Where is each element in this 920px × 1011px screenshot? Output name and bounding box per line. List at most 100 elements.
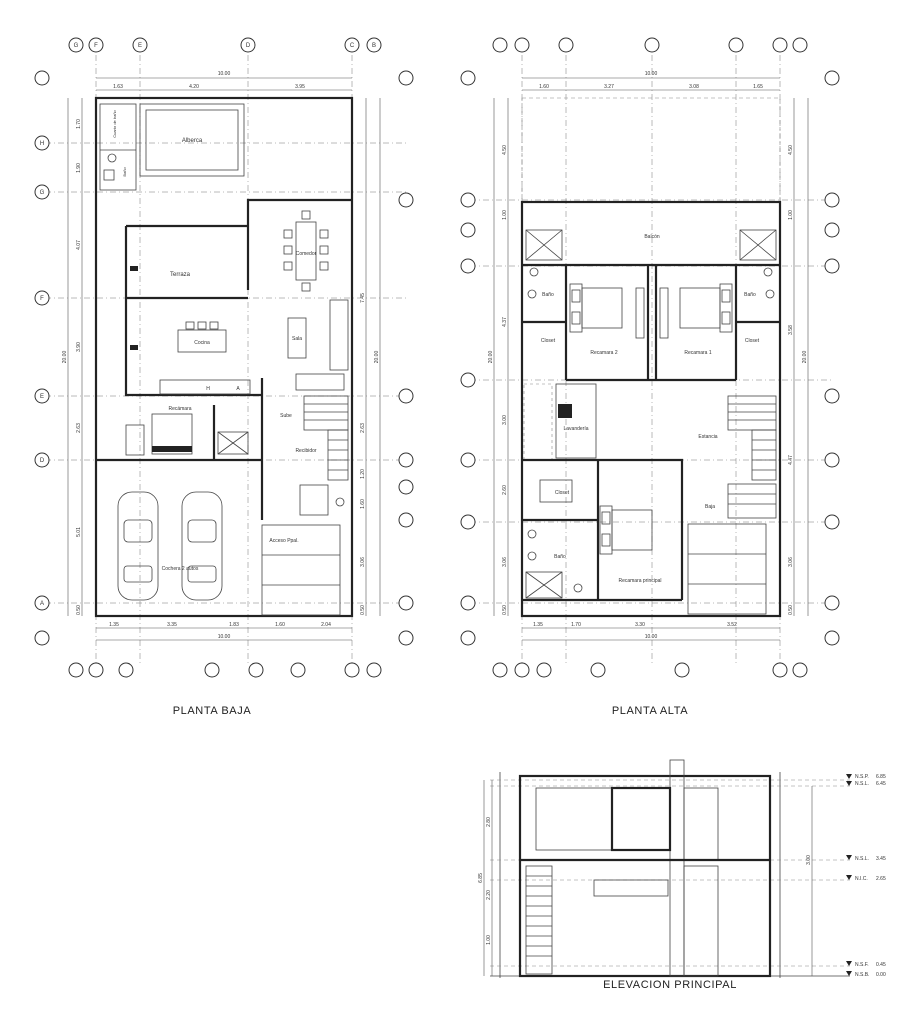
dim-right: 3.06 — [788, 557, 794, 567]
kitchen-mark-h: H — [206, 386, 210, 392]
room-label-balcony: Balcón — [644, 234, 660, 240]
front-elevation: N.S.P. 6.85 N.S.L. 6.45 N.S.L. 3.45 N.I.… — [478, 759, 886, 978]
dim-left: 4.37 — [502, 317, 508, 327]
room-label-living: Sala — [292, 336, 302, 342]
room-label-laundry: Lavandería — [563, 426, 588, 432]
dim-bottom: 3.30 — [635, 622, 645, 628]
stairs-upper-icon — [727, 395, 777, 519]
elevation-stair-icon — [525, 865, 553, 975]
dim-right: 1.60 — [360, 499, 366, 509]
room-label-bedroom-gf: Recámara — [168, 406, 191, 412]
dim-bottom: 1.35 — [533, 622, 543, 628]
room-label-pool: Alberca — [182, 138, 203, 144]
room-label-closet-master: Closet — [555, 490, 570, 496]
dim-right: 3.06 — [360, 557, 366, 567]
room-label-dining: Comedor — [296, 251, 317, 257]
dim-top: 3.08 — [689, 84, 699, 90]
level-value: 3.45 — [876, 856, 886, 862]
stairs-ground-icon — [299, 395, 349, 516]
axis-bubbles-upper — [460, 37, 840, 678]
axis-label: E — [138, 43, 142, 49]
dim-left-total: 20.00 — [488, 351, 494, 364]
dim-right-total: 20.00 — [374, 351, 380, 364]
axis-label: A — [40, 601, 44, 607]
level-code: N.S.B. — [855, 972, 869, 978]
title-ground-floor: PLANTA BAJA — [172, 705, 252, 717]
room-label-closet-left: Closet — [541, 338, 556, 344]
dim-top-total: 10.00 — [218, 71, 231, 77]
upper-floor-plan: Balcón Baño Closet Baño Closet Rec — [460, 37, 840, 678]
dim-left: 3.90 — [76, 342, 82, 352]
level-code: N.S.P. — [855, 774, 869, 780]
ground-floor-plan: Alberca Cuarto de baño Baño Terraza — [34, 37, 414, 678]
room-label-kitchen: Cocina — [194, 340, 210, 346]
dim-top: 1.63 — [113, 84, 123, 90]
dim-elev: 2.80 — [486, 817, 492, 827]
dim-left: 3.06 — [502, 557, 508, 567]
title-elevation: ELEVACION PRINCIPAL — [603, 979, 737, 991]
dim-left: 2.60 — [502, 485, 508, 495]
car-icon — [117, 491, 159, 601]
dim-top: 3.95 — [295, 84, 305, 90]
room-label-garage: Cochera 2 autos — [162, 566, 199, 572]
dining-table-icon — [283, 210, 329, 292]
dim-right: 1.00 — [788, 210, 794, 220]
room-label-bath-gf: Baño — [122, 167, 127, 177]
dim-top: 4.20 — [189, 84, 199, 90]
dim-top-total: 10.00 — [645, 71, 658, 77]
dim-left: 4.07 — [76, 240, 82, 250]
dim-left: 0.50 — [76, 605, 82, 615]
dim-bottom-total: 10.00 — [218, 634, 231, 640]
level-code: N.I.C. — [855, 876, 868, 882]
dim-right: 7.45 — [360, 293, 366, 303]
axis-label: D — [246, 43, 251, 49]
room-label-hall: Estancia — [698, 434, 717, 440]
axis-bubbles-top: G F E D C B — [68, 37, 382, 53]
dim-bottom: 1.70 — [571, 622, 581, 628]
axis-label: G — [40, 190, 45, 196]
dim-right: 1.20 — [360, 469, 366, 479]
dim-right: 0.50 — [360, 605, 366, 615]
dim-left: 0.50 — [502, 605, 508, 615]
dim-left: 1.90 — [76, 163, 82, 173]
room-label-lobby: Recibidor — [295, 448, 316, 454]
level-value: 6.45 — [876, 781, 886, 787]
dim-left: 5.01 — [76, 527, 82, 537]
room-label-master: Recamara principal — [618, 578, 661, 584]
axis-label: E — [40, 394, 44, 400]
axis-label: D — [40, 458, 45, 464]
level-value: 2.65 — [876, 876, 886, 882]
label-stairs-up: Sube — [280, 413, 292, 419]
dim-bottom: 1.60 — [275, 622, 285, 628]
bed-icon — [569, 283, 623, 333]
dim-top: 1.60 — [539, 84, 549, 90]
dim-right: 3.58 — [788, 325, 794, 335]
dim-right: 4.47 — [788, 455, 794, 465]
dim-left-total: 20.00 — [62, 351, 68, 364]
level-value: 0.45 — [876, 962, 886, 968]
level-value: 0.00 — [876, 972, 886, 978]
dim-left: 1.70 — [76, 119, 82, 129]
axis-label: B — [372, 43, 376, 49]
room-label-access: Acceso Ppal. — [269, 538, 298, 544]
dim-right-total: 20.00 — [802, 351, 808, 364]
kitchen-mark-a: A — [236, 386, 240, 392]
dim-left: 1.00 — [502, 210, 508, 220]
level-code: N.S.F. — [855, 962, 869, 968]
dim-bottom-total: 10.00 — [645, 634, 658, 640]
title-upper-floor: PLANTA ALTA — [611, 705, 689, 717]
axis-bubbles-sides: H G F E D A — [34, 70, 414, 646]
bed-icon — [599, 505, 653, 555]
room-label-bedroom2: Recamara 2 — [590, 350, 617, 356]
dim-right: 0.50 — [788, 605, 794, 615]
dim-top: 1.65 — [753, 84, 763, 90]
dim-bottom: 2.04 — [321, 622, 331, 628]
dim-left: 2.63 — [76, 423, 82, 433]
dim-bottom: 1.35 — [109, 622, 119, 628]
dim-bottom: 3.35 — [167, 622, 177, 628]
dim-elev: 1.00 — [486, 935, 492, 945]
axis-label: C — [350, 43, 355, 49]
label-stairs-down: Baja — [705, 504, 715, 510]
axis-label: F — [94, 43, 98, 49]
